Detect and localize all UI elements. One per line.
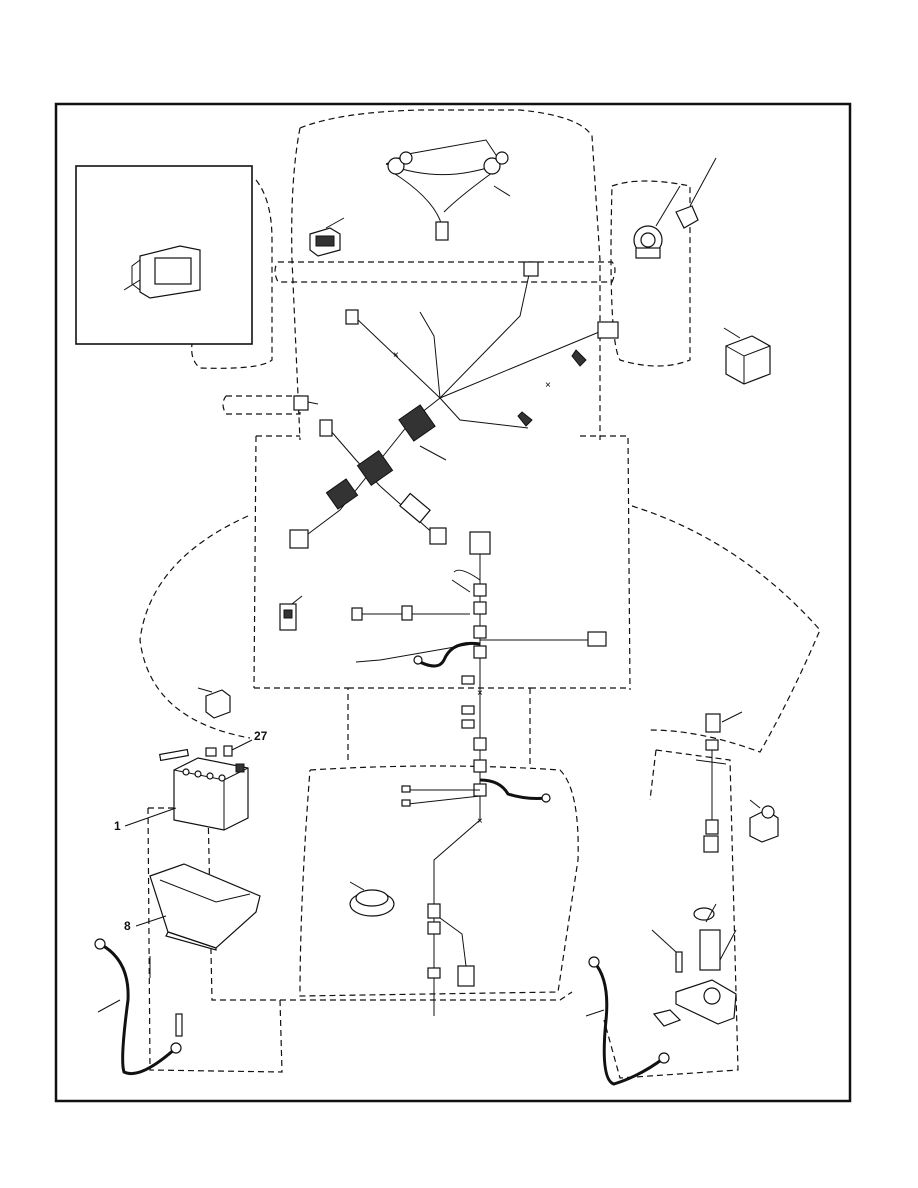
harness-sleeve-icon xyxy=(400,494,430,523)
svg-text:×: × xyxy=(477,816,483,827)
inset-box xyxy=(76,166,252,344)
clip-icon xyxy=(654,1010,680,1026)
battery-bolt-icon: 27 xyxy=(160,729,268,760)
svg-text:×: × xyxy=(477,688,483,699)
pto-harness xyxy=(696,712,742,852)
battery-cable-positive xyxy=(586,957,669,1084)
battery-icon: 1 xyxy=(114,758,248,833)
seat-switch-icon xyxy=(280,596,302,630)
bulb-socket-icon xyxy=(572,350,586,366)
connector-icon xyxy=(524,262,538,276)
battery-callout: 1 xyxy=(114,819,121,833)
relay-icon xyxy=(724,328,770,384)
battery-box-callout: 8 xyxy=(124,919,131,933)
connector-icon xyxy=(470,532,490,554)
headlight-bulb-icon xyxy=(400,152,412,164)
battery-cable-negative xyxy=(95,939,182,1074)
light-switch-icon xyxy=(310,218,344,256)
battery-box-icon: 8 xyxy=(124,864,260,950)
connector-icon xyxy=(598,322,618,338)
ignition-key-icon xyxy=(676,158,716,228)
safety-switch-icon xyxy=(198,688,230,718)
connector-icon xyxy=(290,530,308,548)
engine-harness: × × xyxy=(352,532,606,1016)
harness-sleeve-icon xyxy=(357,451,392,486)
main-wire-harness: × × xyxy=(290,262,618,548)
starter-solenoid-icon xyxy=(652,904,736,1026)
harness-sleeve-icon xyxy=(399,405,435,441)
grommet-icon xyxy=(350,882,394,916)
connector-icon xyxy=(346,310,358,324)
headlight-bulb-icon xyxy=(496,152,508,164)
connector-icon xyxy=(320,420,332,436)
lamp-connector-icon xyxy=(294,396,318,410)
fuel-solenoid-icon xyxy=(750,800,778,842)
harness-sleeve-icon xyxy=(326,479,357,509)
splice-mark: × xyxy=(545,380,551,391)
ignition-switch-icon xyxy=(634,186,680,258)
headlight-plug-icon xyxy=(436,222,448,240)
headlight-harness xyxy=(386,140,510,240)
bulb-socket-icon xyxy=(518,412,532,426)
bolt-callout: 27 xyxy=(254,729,268,743)
screw-icon xyxy=(176,1014,182,1036)
splice-mark: × xyxy=(393,350,399,361)
connector-icon xyxy=(430,528,446,544)
